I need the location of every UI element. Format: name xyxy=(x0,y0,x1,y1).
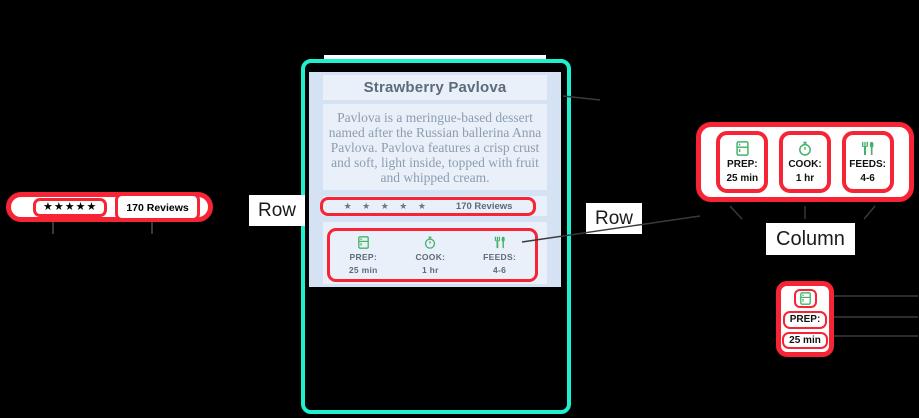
rating-row-background xyxy=(323,196,547,216)
column-chip-prep[interactable]: PREP: 25 min xyxy=(716,131,769,193)
leader-line-left-reviews xyxy=(151,222,153,234)
stats-row-highlight[interactable]: PREP: 25 min COOK: 1 hr xyxy=(327,228,538,282)
device-outline xyxy=(301,59,571,414)
stats-row-background xyxy=(323,222,547,284)
stat-value: 1 hr xyxy=(421,264,439,275)
stat-label: COOK: xyxy=(415,251,446,262)
review-count-label: 170 Reviews xyxy=(455,201,513,212)
column-chip-value: 25 min xyxy=(726,172,759,184)
kitchen-icon xyxy=(793,289,817,308)
column-chip-cook[interactable]: COOK: 1 hr xyxy=(778,131,831,193)
kitchen-icon xyxy=(736,140,749,156)
row-detail-rating[interactable]: ★★★★★ 170 Reviews xyxy=(6,192,213,222)
rating-row-highlight[interactable]: ★ ★ ★ ★ ★ 170 Reviews xyxy=(320,197,536,216)
stat-label: PREP: xyxy=(349,251,378,262)
stat-column-feeds[interactable]: FEEDS: 4-6 xyxy=(483,236,516,275)
timer-icon xyxy=(424,236,436,249)
single-column-label: PREP: xyxy=(789,314,821,325)
label-row-right: Row xyxy=(586,203,643,234)
stat-value: 25 min xyxy=(348,264,378,275)
single-column-label-chip[interactable]: PREP: xyxy=(782,311,828,329)
review-count-label: 170 Reviews xyxy=(126,202,189,214)
star-rating-icon: ★ ★ ★ ★ ★ xyxy=(343,201,430,211)
single-column-value-chip[interactable]: 25 min xyxy=(782,331,828,349)
stat-value: 4-6 xyxy=(493,264,507,275)
single-column-detail[interactable]: PREP: 25 min xyxy=(776,281,834,357)
review-count-chip[interactable]: 170 Reviews xyxy=(115,193,200,221)
star-rating-chip[interactable]: ★★★★★ xyxy=(33,197,108,217)
kitchen-icon xyxy=(357,235,369,249)
recipe-description-text: Pavlova is a meringue-based dessert name… xyxy=(328,109,542,185)
single-column-value: 25 min xyxy=(789,334,821,346)
stat-column-cook[interactable]: COOK: 1 hr xyxy=(415,236,445,275)
column-chip-feeds[interactable]: FEEDS: 4-6 xyxy=(841,131,894,193)
column-chip-value: 4-6 xyxy=(860,172,875,184)
column-chip-label: PREP: xyxy=(727,158,758,170)
star-rating-icon: ★★★★★ xyxy=(43,200,98,213)
stat-column-prep[interactable]: PREP: 25 min xyxy=(348,235,378,275)
recipe-description-block: Pavlova is a meringue-based dessert name… xyxy=(323,104,547,190)
column-chip-label: FEEDS: xyxy=(849,158,886,170)
recipe-title-row: Strawberry Pavlova xyxy=(323,75,547,100)
label-row-left: Row xyxy=(249,195,306,226)
label-column: Column xyxy=(766,223,855,255)
leader-line-left-stars xyxy=(52,222,54,234)
stat-label: FEEDS: xyxy=(483,251,517,262)
restaurant-icon xyxy=(494,236,506,249)
column-detail-row[interactable]: PREP: 25 min COOK: 1 hr xyxy=(696,122,914,202)
column-chip-value: 1 hr xyxy=(795,172,815,184)
page-title: Strawberry Pavlova xyxy=(363,79,507,96)
timer-icon xyxy=(798,141,812,156)
column-chip-label: COOK: xyxy=(788,158,822,170)
restaurant-icon xyxy=(861,141,875,156)
